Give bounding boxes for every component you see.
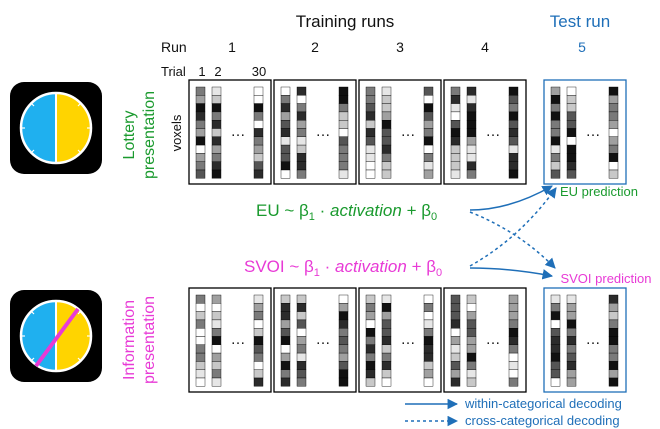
trial-ellipsis: … — [486, 331, 501, 348]
lottery-run-5-panel: … — [543, 79, 627, 185]
lottery-run-1-panel: … — [188, 79, 272, 185]
run-number-5: 5 — [578, 39, 586, 55]
lottery-label-line1: Lottery — [121, 111, 138, 160]
voxels-label: voxels — [169, 114, 184, 151]
legend-dashed-label: cross-categorical decoding — [465, 413, 620, 428]
trial-ellipsis: … — [316, 331, 331, 348]
svoi-equation: SVOI ~ β1 · activation + β0 — [244, 257, 442, 279]
information-label-line2: presentation — [141, 296, 158, 384]
trial-ellipsis: … — [401, 331, 416, 348]
trial-ellipsis: … — [486, 123, 501, 140]
information-label-line1: Information — [121, 300, 138, 380]
svoi-prediction-label: SVOI prediction — [560, 271, 651, 286]
eu-prediction-label: EU prediction — [560, 184, 638, 199]
lottery-run-3-panel: … — [358, 79, 442, 185]
trial-ellipsis: … — [401, 123, 416, 140]
eu-within-arrow — [469, 185, 553, 211]
information-run-5-panel: … — [543, 287, 627, 393]
eu-equation: EU ~ β1 · activation + β0 — [256, 201, 437, 223]
information-run-2-panel: … — [273, 287, 357, 393]
trial-label: Trial — [161, 64, 186, 79]
information-run-3-panel: … — [358, 287, 442, 393]
information-run-1-panel: … — [188, 287, 272, 393]
svoi-within-arrow — [469, 267, 554, 280]
trial-ellipsis: … — [586, 331, 601, 348]
trial-ellipsis: … — [586, 123, 601, 140]
information-run-4-panel: … — [443, 287, 527, 393]
run-number-1: 1 — [228, 39, 236, 55]
information-wheel-icon — [10, 290, 102, 382]
trial-ellipsis: … — [231, 331, 246, 348]
lottery-run-2-panel: … — [273, 79, 357, 185]
trial-ellipsis: … — [316, 123, 331, 140]
run-label: Run — [161, 39, 187, 55]
trial-ellipsis: … — [231, 123, 246, 140]
test-run-header: Test run — [550, 12, 610, 31]
training-runs-header: Training runs — [296, 12, 395, 31]
trial-number-2: 2 — [214, 64, 221, 79]
lottery-label-line2: presentation — [141, 91, 158, 179]
run-number-2: 2 — [311, 39, 319, 55]
trial-number-30: 30 — [252, 64, 266, 79]
run-panels: … … … … … … … … … … — [188, 79, 627, 393]
lottery-wheel-icon — [10, 82, 102, 174]
svoi-to-eu-cross-arrow — [469, 187, 557, 267]
run-number-3: 3 — [396, 39, 404, 55]
legend-solid-label: within-categorical decoding — [464, 396, 622, 411]
eu-to-svoi-cross-arrow — [469, 211, 556, 269]
run-number-4: 4 — [481, 39, 489, 55]
trial-number-1: 1 — [198, 64, 205, 79]
lottery-run-4-panel: … — [443, 79, 527, 185]
